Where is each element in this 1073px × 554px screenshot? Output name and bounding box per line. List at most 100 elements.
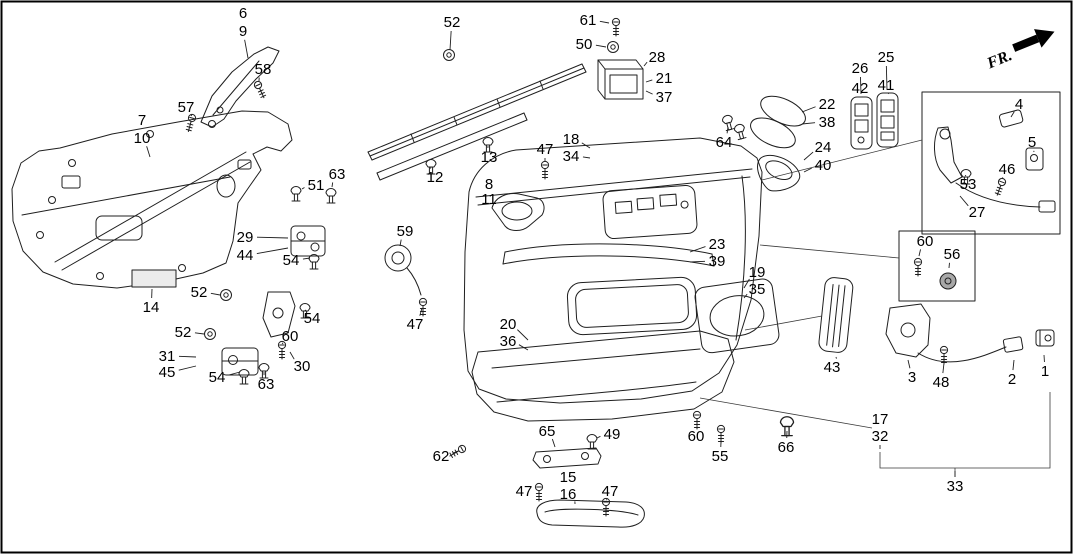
leader-line (803, 167, 812, 173)
part-number-label: 47 (407, 316, 424, 333)
leader-line (449, 30, 452, 51)
part-number-label: 54 (304, 310, 321, 327)
part-number-label: 25 (878, 49, 895, 66)
leader-line (178, 355, 197, 358)
inner-handle-group-illustration (921, 91, 1061, 235)
part-number-label: 34 (563, 148, 580, 165)
part-number-label: 3 (908, 369, 916, 386)
part-number-label: 60 (917, 233, 934, 250)
leader-line (689, 246, 706, 253)
leader-line (452, 450, 459, 454)
grip-handle-illustration (536, 499, 645, 528)
leader-line (959, 195, 969, 207)
lower-garnish-illustration (471, 330, 735, 422)
part-number-label: 46 (999, 161, 1016, 178)
part-number-label: 54 (283, 252, 300, 269)
leader-line (907, 359, 911, 369)
part-number-label: 43 (824, 359, 841, 376)
leader-line (803, 151, 814, 161)
part-number-label: 30 (294, 358, 311, 375)
part-number-label: 47 (537, 141, 554, 158)
leader-line (210, 292, 221, 296)
leader-line (645, 79, 653, 83)
leader-line (801, 106, 816, 113)
leader-line (331, 182, 334, 188)
part-number-label: 53 (960, 176, 977, 193)
part-number-label: 28 (649, 49, 666, 66)
part-number-label: 52 (175, 324, 192, 341)
part-number-label: 10 (134, 130, 151, 147)
leader-line (304, 309, 307, 312)
leader-line (743, 293, 748, 299)
door-pull-illustration (491, 193, 545, 231)
leader-line (595, 44, 607, 48)
part-number-label: 23 (709, 236, 726, 253)
part-number-label: 60 (282, 328, 299, 345)
part-number-label: 44 (237, 247, 254, 264)
handle-bracket-illustration (532, 447, 602, 469)
side-vent-illustration (818, 277, 854, 353)
weatherstrip-illustration (367, 63, 587, 181)
part-number-label: 45 (159, 364, 176, 381)
part-number-label: 31 (159, 348, 176, 365)
leader-line (596, 435, 601, 439)
door-pocket-tray-illustration (597, 59, 644, 100)
part-number-label: 17 (872, 411, 889, 428)
leader-line (146, 146, 151, 158)
vent-grille-illustration (750, 95, 806, 149)
leader-line (743, 278, 750, 289)
map-pocket-recess-illustration (566, 276, 698, 336)
part-number-label: 48 (933, 374, 950, 391)
leader-line (887, 92, 890, 95)
part-number-label: 55 (712, 448, 729, 465)
leader-line (419, 307, 423, 316)
grouping-lines (699, 139, 1051, 477)
part-number-label: 4 (1015, 96, 1023, 113)
part-number-label: 33 (947, 478, 964, 495)
leader-line (399, 239, 402, 247)
part-number-label: 6 (239, 5, 247, 22)
part-number-label: 24 (815, 139, 832, 156)
fr-arrow-head (1034, 29, 1055, 48)
part-number-label: 41 (878, 77, 895, 94)
part-number-label: 42 (852, 80, 869, 97)
part-number-label: 61 (580, 12, 597, 29)
part-number-label: 50 (576, 36, 593, 53)
part-number-label: 26 (852, 60, 869, 77)
leader-line (301, 187, 305, 190)
fr-arrow-shaft (1012, 34, 1040, 52)
leader-line (194, 332, 205, 335)
leader-line (1012, 359, 1015, 371)
part-number-label: 16 (560, 486, 577, 503)
part-number-label: 35 (749, 281, 766, 298)
part-number-label: 15 (560, 469, 577, 486)
part-number-label: 19 (749, 264, 766, 281)
leader-line (942, 362, 945, 374)
grommet-icons (204, 41, 619, 340)
leader-line (281, 342, 284, 345)
part-number-label: 29 (237, 229, 254, 246)
leader-line (228, 371, 241, 376)
part-number-label: 40 (815, 157, 832, 174)
vent-cover-illustration (757, 154, 801, 192)
part-number-label: 18 (563, 131, 580, 148)
part-number-label: 11 (481, 191, 497, 208)
fr-label: FR. (984, 47, 1015, 73)
part-number-label: 63 (329, 166, 346, 183)
part-number-label: 59 (397, 223, 414, 240)
part-number-label: 60 (688, 428, 705, 445)
leader-line (244, 39, 249, 59)
part-number-label: 47 (602, 483, 619, 500)
pad-part-14 (131, 269, 177, 288)
fr-direction-indicator: FR. (984, 29, 1055, 73)
pillar-garnish-illustration (200, 46, 280, 128)
part-number-label: 9 (239, 23, 247, 40)
leader-line (964, 174, 967, 177)
part-number-label: 37 (656, 89, 673, 106)
part-number-label: 65 (539, 423, 556, 440)
part-number-label: 38 (819, 114, 836, 131)
switch-panel-illustrations (850, 92, 899, 150)
